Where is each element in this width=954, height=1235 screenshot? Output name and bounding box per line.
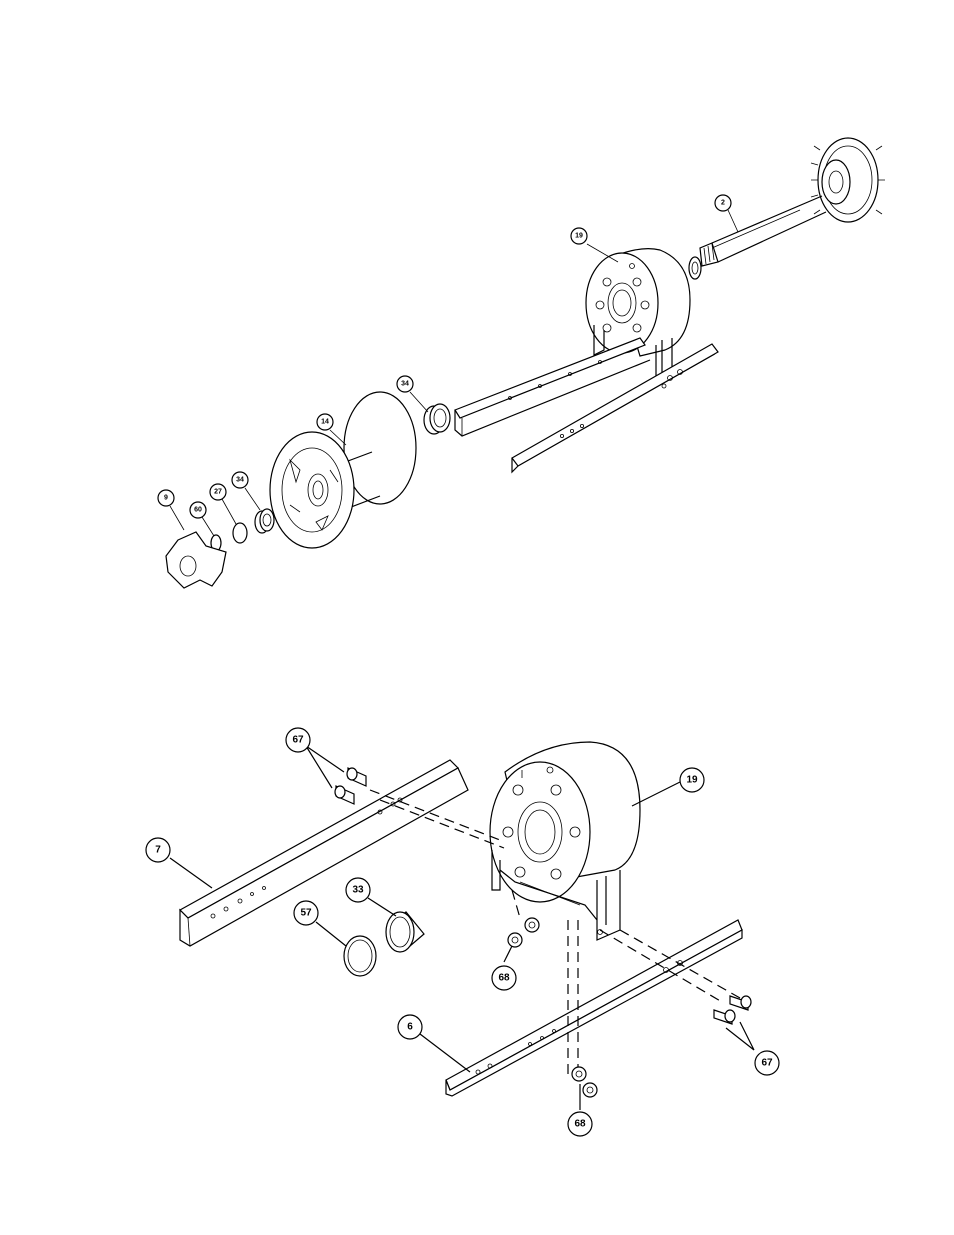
callout-label: 2 [721,200,725,207]
top-frame-rail-upper [455,338,650,436]
leader-bot-67b [726,1022,754,1050]
callout-label: 34 [401,381,409,388]
callout-label: 68 [574,1119,586,1130]
part-19-bearing-housing-large [490,742,640,940]
callout-label: 14 [321,419,329,426]
top-frame-rail-lower [512,344,718,472]
part-68-nuts-upper [508,918,539,947]
callout-balloon: 33 [346,878,370,902]
part-34-bushing-right [424,404,450,434]
leader-top-34b [245,488,260,510]
callout-balloon: 34 [232,472,248,488]
callout-balloon: 14 [317,414,333,430]
callout-label: 67 [292,735,304,746]
leader-bot-7 [170,858,212,888]
callout-label: 34 [236,477,244,484]
part-27-snap-ring [233,523,247,543]
leader-bot-57 [316,922,346,946]
leader-top-34a [410,392,428,412]
callout-label: 27 [214,489,222,496]
part-67-bolts-upper [335,768,366,804]
part-67-bolts-lower [714,996,751,1024]
callout-label: 57 [300,908,312,919]
leader-top-19 [587,244,618,262]
top-exploded-view: 2 19 34 14 9 60 27 34 [158,138,885,588]
callout-balloon: 68 [568,1112,592,1136]
callout-label: 60 [194,507,202,514]
callout-label: 67 [761,1058,773,1069]
part-57-ring [344,936,376,976]
callout-balloon: 7 [146,838,170,862]
bottom-exploded-view: 67 19 7 33 57 68 6 67 68 [146,728,779,1136]
callout-balloon: 6 [398,1015,422,1039]
callout-balloon: 57 [294,901,318,925]
leader-bot-67a [306,746,344,788]
leader-bot-33 [368,898,396,916]
callout-balloon: 68 [492,966,516,990]
callout-label: 68 [498,973,510,984]
callout-balloon: 9 [158,490,174,506]
callout-balloon: 19 [571,228,587,244]
part-7-angle-rail [180,760,468,946]
callout-label: 33 [352,885,364,896]
callout-label: 9 [164,495,168,502]
leader-top-9 [170,506,184,530]
callout-balloon: 60 [190,502,206,518]
callout-balloon: 34 [397,376,413,392]
callout-balloon: 19 [680,768,704,792]
leader-top-2 [728,210,738,232]
callout-label: 6 [407,1022,413,1033]
callout-balloon: 67 [286,728,310,752]
leader-bot-6 [420,1034,470,1072]
part-34-bushing-left [255,509,274,533]
callout-balloon: 2 [715,195,731,211]
part-6-angle-rail [446,920,742,1096]
callout-label: 19 [575,233,583,240]
part-33-bushing [386,912,424,952]
callout-label: 7 [155,845,161,856]
leader-top-27 [222,499,236,524]
part-9-spline-coupler [166,532,226,588]
leader-top-60 [202,517,214,536]
leader-bot-68a [504,946,512,962]
callout-balloon: 67 [755,1051,779,1075]
callout-balloon: 27 [210,484,226,500]
callout-label: 19 [686,775,698,786]
part-68-nuts-lower [572,1067,597,1097]
part-14-drum [270,392,416,548]
